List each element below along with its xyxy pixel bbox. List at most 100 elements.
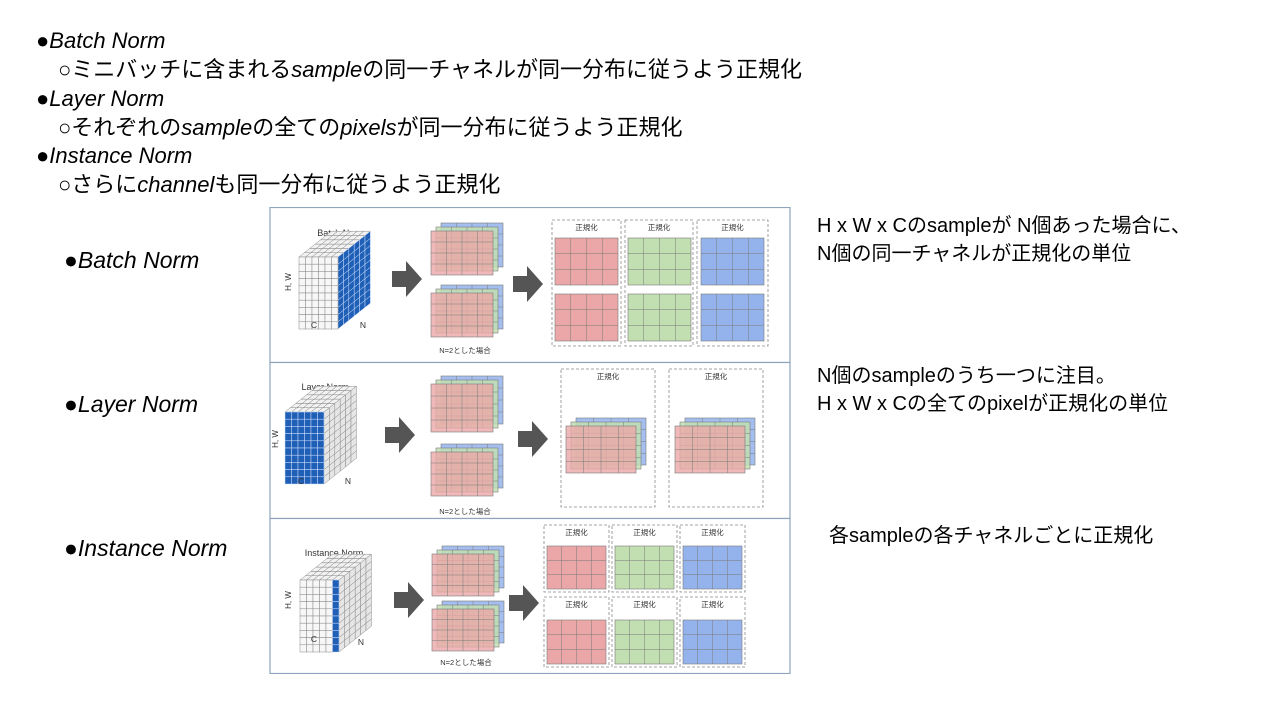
cube-cell	[298, 278, 306, 287]
cube-cell	[312, 586, 320, 595]
bullet-layer-norm-desc: ○それぞれのsampleの全てのpixelsが同一分布に従うよう正規化	[58, 115, 683, 141]
axis-label-hw: H, W	[271, 430, 280, 448]
desc-line: H x W x Cの全てのpixelが正規化の単位	[817, 393, 1169, 415]
cube-cell	[319, 630, 327, 638]
arrow-icon	[394, 582, 424, 618]
norm-group-border	[543, 596, 610, 668]
cube-cell	[332, 644, 340, 653]
stack-top	[431, 545, 505, 597]
cube-cell	[318, 256, 326, 265]
cube-cell	[319, 622, 327, 631]
cube-cell	[332, 608, 340, 617]
row-label-layer-norm: ●Layer Norm	[64, 391, 198, 418]
desc-instance-norm: 各sampleの各チャネルごとに正規化	[829, 522, 1153, 550]
cube-cell	[298, 256, 306, 265]
cube-cell	[284, 462, 292, 470]
stack-layer-red	[430, 230, 494, 276]
cube-cell	[298, 307, 306, 315]
norm-group-border	[624, 219, 694, 347]
cube-cell	[310, 462, 318, 470]
cube-cell	[310, 426, 318, 434]
axis-label-hw: H, W	[284, 273, 293, 291]
cube-cell	[305, 307, 313, 315]
norm-group: 正規化	[611, 596, 678, 668]
bullet-instance-norm: ●Instance Norm	[36, 143, 192, 169]
bullet-dot: ●	[64, 391, 78, 417]
cube-cell	[297, 462, 305, 470]
text: ○ミニバッチに含まれる	[58, 57, 292, 82]
cube-cell	[317, 433, 325, 442]
bullet-dot: ●	[36, 143, 50, 168]
stack-bottom	[430, 443, 504, 497]
cube-cell	[310, 469, 318, 478]
bullet-dot: ●	[36, 86, 50, 111]
cube-cell	[310, 411, 318, 420]
row-label-text: Instance Norm	[77, 535, 228, 561]
norm-group-border	[560, 368, 656, 508]
norm-group-border	[679, 596, 746, 668]
cube-cell	[306, 579, 314, 588]
cube-cell	[317, 462, 325, 470]
norm-stack	[674, 417, 756, 474]
panel-title: Instance Norm	[305, 548, 364, 558]
stack-layer-red	[565, 425, 637, 474]
cube-cell	[331, 285, 339, 294]
cube-cell	[304, 433, 312, 442]
cube-cell	[319, 637, 327, 646]
cube-cell	[365, 618, 372, 632]
cube-cell	[304, 469, 312, 478]
cube-cell	[319, 644, 327, 653]
axis-label-c: C	[298, 476, 304, 486]
cube-cell	[304, 462, 312, 470]
cube-cell	[299, 622, 307, 631]
cube-cell	[311, 271, 319, 279]
norm-group-label: 正規化	[633, 599, 656, 609]
cube-cell	[312, 622, 320, 631]
arrow-icon	[518, 421, 548, 457]
cube-cell	[332, 594, 340, 602]
cube-cell	[297, 426, 305, 434]
cube-cell	[331, 263, 339, 272]
cube-cell	[318, 307, 326, 315]
cube-cell	[318, 263, 326, 272]
n2-label: N=2とした場合	[440, 657, 492, 667]
cube-cell	[332, 586, 340, 595]
norm-group-label: 正規化	[705, 371, 728, 381]
bullet-title: Batch Norm	[49, 28, 166, 53]
norm-grid	[614, 545, 675, 590]
norm-group-label: 正規化	[633, 527, 656, 537]
cube-cell	[325, 608, 333, 617]
cube-cell	[331, 292, 339, 301]
cube-cell	[317, 476, 325, 485]
cube-cell	[331, 307, 339, 315]
cube-cell	[324, 314, 332, 323]
cube-cell	[297, 447, 305, 456]
cube-cell	[324, 307, 332, 315]
cube-cell	[304, 476, 312, 485]
axis-label-n: N	[345, 476, 351, 486]
cube-cell	[284, 440, 292, 449]
cube-cell	[332, 615, 340, 624]
cube-cell	[306, 615, 314, 624]
norm-group-label: 正規化	[565, 527, 588, 537]
cube-cell	[284, 411, 292, 420]
cube-cell	[298, 321, 306, 330]
cube-cell	[350, 450, 357, 464]
norm-group: 正規化	[560, 368, 656, 508]
cube-cell	[311, 285, 319, 294]
norm-group-label: 正規化	[648, 222, 671, 232]
cube-cell	[298, 314, 306, 323]
norm-group: 正規化	[696, 219, 769, 347]
cube-cell	[317, 447, 325, 456]
cube-cell	[310, 433, 318, 442]
stack-top	[430, 375, 504, 433]
cube-cell	[324, 271, 332, 279]
cube-cell	[299, 586, 307, 595]
cube-cell	[324, 263, 332, 272]
cube-cell	[297, 433, 305, 442]
cube-cell	[319, 579, 327, 588]
cube-cell	[332, 630, 340, 638]
cube-cell	[317, 426, 325, 434]
cube-cell	[311, 292, 319, 301]
